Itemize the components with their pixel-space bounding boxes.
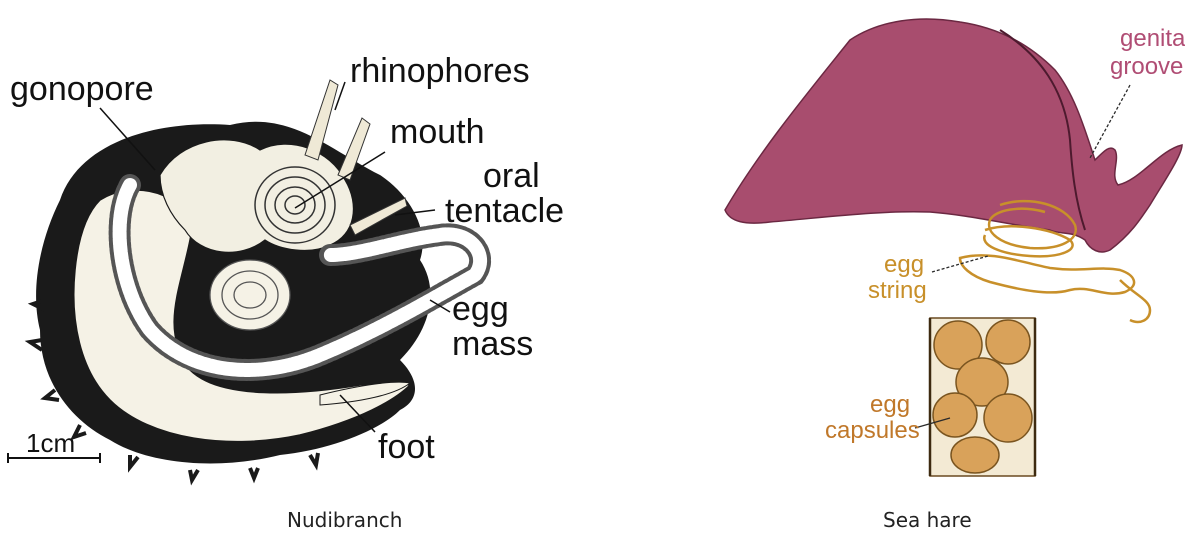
label-genital-groove-line1: genital	[1120, 25, 1185, 52]
caption-nudibranch: Nudibranch	[287, 508, 402, 532]
label-egg-capsules-line2: capsules	[825, 417, 920, 444]
scale-bar: 1cm	[8, 428, 100, 463]
label-mouth: mouth	[390, 113, 485, 151]
nudibranch-figure: gonopore rhinophores mouth oral tentacle…	[8, 52, 564, 480]
label-egg-mass-line2: mass	[452, 325, 533, 363]
label-oral-tentacle-line2: tentacle	[445, 192, 564, 230]
sea-hare-egg-capsules	[930, 318, 1035, 476]
label-egg-mass-line1: egg	[452, 290, 509, 328]
nudibranch-coil	[210, 260, 290, 330]
label-genital-groove-line2: groove	[1110, 53, 1183, 80]
label-oral-tentacle-line1: oral	[483, 157, 540, 195]
label-gonopore: gonopore	[10, 70, 154, 108]
caption-sea-hare: Sea hare	[883, 508, 972, 532]
sea-hare-figure: genital groove egg string egg capsules	[725, 19, 1185, 476]
label-foot: foot	[378, 428, 435, 466]
nudibranch-rhinophore	[305, 80, 338, 160]
label-egg-string-line2: string	[868, 277, 927, 304]
label-egg-string-line1: egg	[884, 251, 924, 278]
label-rhinophores: rhinophores	[350, 52, 530, 90]
label-egg-capsules-line1: egg	[870, 391, 910, 418]
scale-bar-label: 1cm	[26, 428, 75, 458]
